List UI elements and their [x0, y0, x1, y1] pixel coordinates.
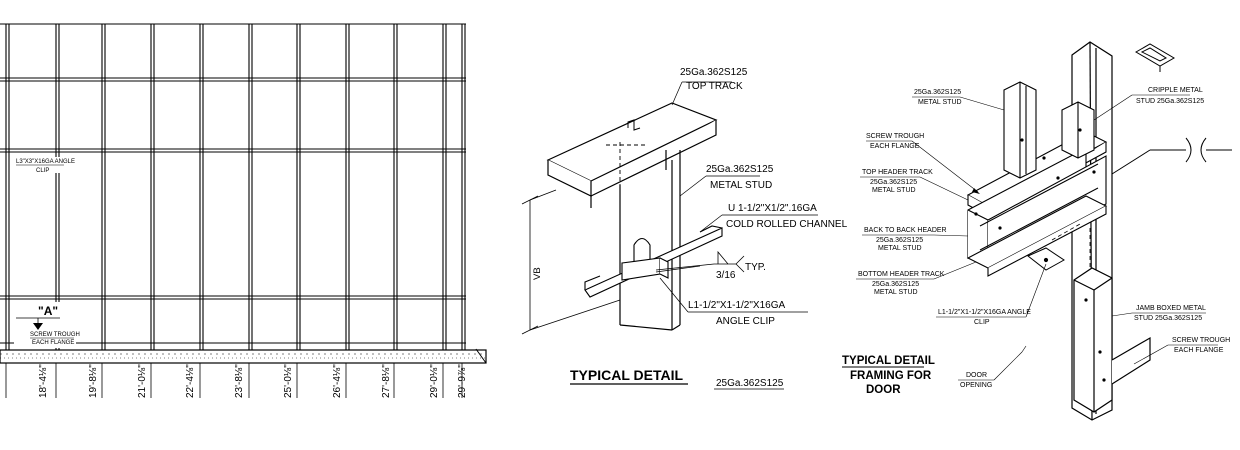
dimension-label: 26'-4⅛": [332, 364, 343, 398]
section-arrow-icon: [33, 323, 43, 330]
elevation-framing: [0, 23, 466, 350]
callout-line: 25Ga.362S125: [914, 89, 961, 96]
dimension-label: 29'-9⅞": [457, 364, 468, 398]
dimension-label: 18'-4⅛": [38, 364, 49, 398]
callout-line: METAL STUD: [878, 245, 922, 252]
dimension-label: 27'-8⅛": [381, 364, 392, 398]
callout-line: SCREW TROUGH: [1172, 337, 1230, 344]
concrete-slab: [0, 348, 487, 364]
callout-line: ANGLE CLIP: [716, 316, 775, 327]
callout-line: METAL STUD: [872, 187, 916, 194]
section-marker-label: "A": [38, 304, 58, 318]
typical-detail-stud-connection: VB 25Ga.362S125 TOP TRACK 25Ga.362S125 M…: [521, 67, 848, 390]
angle-clip: [621, 257, 669, 281]
callout-line: EACH FLANGE: [1174, 347, 1224, 354]
angle-clip-header: [1027, 247, 1065, 271]
section-marker-a: "A" SCREW TROUGH EACH FLANGE: [14, 302, 80, 348]
callout-line: METAL STUD: [710, 180, 772, 191]
bottom-header-track: [966, 195, 1108, 277]
section-cut-icon: [1135, 43, 1175, 72]
callout-line: BOTTOM HEADER TRACK: [858, 271, 945, 278]
callout-line: EACH FLANGE: [32, 340, 74, 346]
stud-knockout: [633, 237, 651, 268]
callout-angle-clip: L3"X3"X16GA ANGLE CLIP: [14, 157, 75, 174]
typical-detail-door-framing: 25Ga.362S125 METAL STUD CRIPPLE METAL ST…: [842, 41, 1232, 421]
callout-line: U 1-1/2"X1/2".16GA: [728, 203, 817, 214]
weld-note: TYP.: [745, 262, 766, 273]
detail-title: TYPICAL DETAIL: [570, 367, 683, 383]
callout-line: TOP HEADER TRACK: [862, 169, 933, 176]
dimension-label: 21'-0⅛": [137, 364, 148, 398]
wall-elevation: 18'-4⅛" 19'-8⅛" 21'-0⅛" 22'-4⅛" 23'-8⅛" …: [0, 23, 487, 398]
dimension-label: 29'-0⅛": [429, 364, 440, 398]
dimension-ticks: [5, 363, 463, 398]
callout-line: TOP TRACK: [686, 81, 743, 92]
callout-line: EACH FLANGE: [870, 143, 920, 150]
dimension-label: 25'-0⅛": [283, 364, 294, 398]
callout-line: JAMB BOXED METAL: [1136, 305, 1206, 312]
cripple-stud-left: [1003, 81, 1037, 179]
detail-title: FRAMING FOR: [850, 370, 932, 382]
callout-line: SCREW TROUGH: [30, 332, 80, 338]
callout-line: CLIP: [974, 319, 990, 326]
callout-line: 25Ga.362S125: [872, 281, 919, 288]
callout-line: 25Ga.362S125: [876, 237, 923, 244]
callout-line: 25Ga.362S125: [870, 179, 917, 186]
callout-line: CLIP: [36, 168, 49, 174]
callout-line: DOOR: [966, 372, 987, 379]
callout-line: 25Ga.362S125: [680, 67, 748, 78]
callout-line: CRIPPLE METAL: [1148, 87, 1203, 94]
cripple-stud-right: [1061, 101, 1095, 159]
callout-line: BACK TO BACK HEADER: [864, 227, 947, 234]
callout-line: METAL STUD: [874, 289, 918, 296]
dimension-labels: 18'-4⅛" 19'-8⅛" 21'-0⅛" 22'-4⅛" 23'-8⅛" …: [38, 364, 468, 398]
callout-line: OPENING: [960, 382, 992, 389]
weld-size: 3/16: [716, 270, 736, 281]
weld-symbol: [655, 250, 745, 273]
vertical-dimension: [521, 189, 621, 335]
detail-title: TYPICAL DETAIL: [842, 355, 935, 367]
callout-line: 25Ga.362S125: [706, 164, 774, 175]
dimension-label: 23'-8⅛": [234, 364, 245, 398]
callout-line: COLD ROLLED CHANNEL: [726, 219, 848, 230]
callout-line: STUD 25Ga.362S125: [1136, 98, 1204, 105]
jamb-boxed-stud: [1073, 267, 1151, 413]
dimension-label: 22'-4⅛": [185, 364, 196, 398]
callout-line: STUD 25Ga.362S125: [1134, 315, 1202, 322]
callout-line: L1-1/2"X1-1/2"X16GA: [688, 300, 785, 311]
break-line-icon: [1111, 137, 1232, 175]
callout-line: L1-1/2"X1-1/2"X16GA ANGLE: [938, 309, 1031, 316]
dimension-label: 19'-8⅛": [88, 364, 99, 398]
dimension-label: VB: [532, 267, 543, 280]
callout-line: SCREW TROUGH: [866, 133, 924, 140]
track-clip: [627, 119, 641, 131]
callout-line: L3"X3"X16GA ANGLE: [16, 159, 75, 165]
callout-line: METAL STUD: [918, 99, 962, 106]
top-track: [546, 102, 718, 208]
detail-subtitle: 25Ga.362S125: [716, 378, 784, 389]
screw-points: [974, 128, 1106, 382]
weld-flag-icon: [717, 250, 729, 265]
detail-title: DOOR: [866, 384, 901, 396]
arrow-icon: [972, 188, 980, 194]
